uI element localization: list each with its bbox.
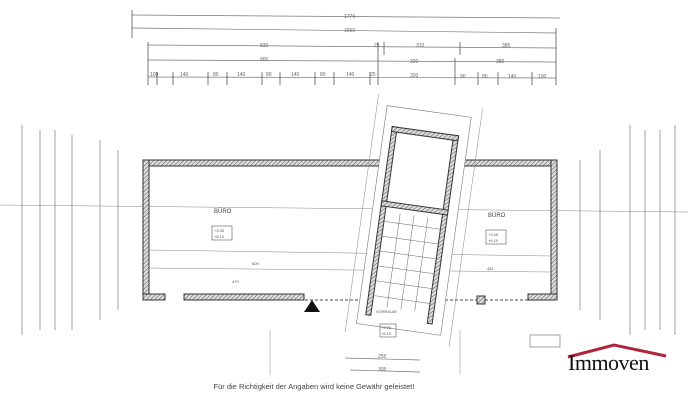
top-dimension-lines: 1770 1660 930 25 310 385 900 320 380 100…: [131, 10, 561, 85]
dim-label: 140: [180, 72, 189, 78]
room-buero-left: BÜRO +3.05 +6.10: [211, 208, 233, 241]
roof-icon: [567, 343, 667, 359]
dim-label: 255: [378, 354, 387, 360]
entrance-arrow-icon: [304, 300, 320, 312]
dim-label: 140: [237, 72, 246, 78]
dim-label: 90: [460, 74, 466, 80]
room-name: BÜRO: [488, 212, 506, 219]
room-value: +6.10: [381, 331, 392, 336]
side-dimension-lines: [0, 125, 688, 335]
bottom-dimensions: 255 305: [269, 330, 561, 375]
disclaimer-text: Für die Richtigkeit der Angaben wird kei…: [213, 382, 415, 391]
dim-label: 25: [374, 43, 380, 49]
dim-label: 80: [213, 72, 219, 78]
dim-label: 470: [232, 279, 239, 284]
room-buero-right: BÜRO +3.05 +6.10: [485, 212, 507, 245]
dim-label: 140: [346, 72, 355, 78]
dim-label: 140: [291, 72, 300, 78]
room-value: +3.05: [381, 325, 392, 330]
dim-label: 100: [538, 74, 547, 80]
dim-label: 930: [260, 43, 269, 49]
dim-label: 809: [252, 261, 259, 266]
immoven-logo: Immoven: [560, 342, 688, 382]
room-name: BÜRO: [214, 208, 232, 215]
dim-label: 80: [482, 74, 488, 80]
room-value: +3.05: [214, 228, 225, 233]
dim-label: 380: [496, 59, 505, 65]
dim-label: 80: [266, 72, 272, 78]
dim-label: 385: [502, 43, 511, 49]
room-value: +3.05: [488, 232, 499, 237]
dim-label: 25: [370, 72, 376, 78]
dim-label: 320: [410, 59, 419, 65]
room-value: +6.10: [488, 238, 499, 243]
dim-label: 1660: [344, 28, 355, 34]
stair-core: [344, 94, 483, 347]
dim-label: 305: [378, 367, 387, 373]
dim-label: 140: [508, 74, 517, 80]
logo-text: Immoven: [568, 350, 649, 375]
dim-label: 900: [260, 57, 269, 63]
room-vorraum: VORRAUM +3.05 +6.10: [376, 309, 396, 338]
dim-row5: 100 140 80 140 80 140 80 140 25 320 90 8…: [150, 72, 547, 80]
dim-label: 100: [150, 72, 159, 78]
dim-label: 310: [416, 43, 425, 49]
dim-label: 320: [410, 73, 419, 79]
dim-label: 481: [487, 266, 494, 271]
room-value: +6.10: [214, 234, 225, 239]
building-outline: [142, 159, 558, 305]
dim-total: 1770: [344, 14, 355, 20]
dim-label: 80: [320, 72, 326, 78]
room-name: VORRAUM: [376, 309, 396, 314]
